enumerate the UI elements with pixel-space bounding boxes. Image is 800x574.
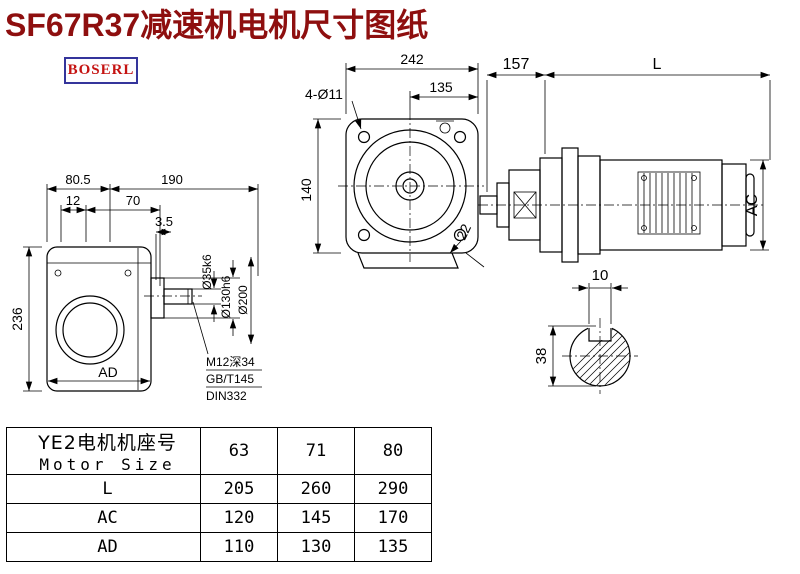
dim-AD-label: AD <box>98 364 117 380</box>
motor-size-label-cn: YE2电机机座号 <box>38 432 177 454</box>
bolt-hole <box>357 130 371 144</box>
table-row: AC 120 145 170 <box>6 503 432 533</box>
dim-80_5-label: 80.5 <box>65 172 90 187</box>
dim-70-label: 70 <box>126 193 140 208</box>
row-label: AD <box>6 532 201 562</box>
table-cell: 130 <box>277 532 355 562</box>
table-cell: 120 <box>200 503 278 533</box>
table-cell: 80 <box>354 427 432 475</box>
dim-236-label: 236 <box>9 307 25 331</box>
dim-10-label: 10 <box>592 267 609 284</box>
dim-140-label: 140 <box>298 178 314 202</box>
dim-d35-label: Ø35k6 <box>200 254 214 290</box>
dim-3_5-label: 3.5 <box>155 214 173 229</box>
output-shaft <box>163 288 193 305</box>
table-cell: 110 <box>200 532 278 562</box>
table-row: AD 110 130 135 <box>6 532 432 562</box>
dim-d200-label: Ø200 <box>236 285 250 315</box>
front-view-drawing: 242 135 4-Ø11 140 22 <box>298 51 485 269</box>
boserl-logo: BOSERL <box>64 57 138 84</box>
dim-AC-label: AC <box>744 194 761 216</box>
shaft-section-drawing: 10 38 <box>533 267 638 394</box>
table-cell: 71 <box>277 427 355 475</box>
dim-L-label: L <box>653 56 662 73</box>
bolt-hole <box>453 228 467 242</box>
motor-size-header-cell: YE2电机机座号 Motor Size <box>6 427 201 475</box>
table-cell: 135 <box>354 532 432 562</box>
din-standard-label: DIN332 <box>206 389 247 403</box>
table-cell: 145 <box>277 503 355 533</box>
table-row: L 205 260 290 <box>6 474 432 504</box>
bolt-hole <box>357 228 371 242</box>
coupling-detail <box>513 191 537 219</box>
boserl-logo-text: BOSERL <box>67 62 135 78</box>
table-cell: 205 <box>200 474 278 504</box>
motor-side-view-drawing: 157 L AC <box>478 56 771 263</box>
table-header-row: YE2电机机座号 Motor Size 63 71 80 <box>6 427 432 475</box>
dim-d130-label: Ø130h6 <box>219 275 233 318</box>
dim-22-label: 22 <box>453 221 474 242</box>
output-bore <box>55 295 125 365</box>
dim-190-label: 190 <box>161 172 183 187</box>
page-title: SF67R37减速机电机尺寸图纸 <box>5 7 429 43</box>
table-cell: 290 <box>354 474 432 504</box>
row-label: L <box>6 474 201 504</box>
dim-157-label: 157 <box>503 56 530 73</box>
dim-135-label: 135 <box>429 79 453 95</box>
gearbox-side-view-drawing: 80.5 190 12 70 3.5 236 AD Ø35k6 <box>9 172 262 403</box>
table-cell: 260 <box>277 474 355 504</box>
row-label: AC <box>6 503 201 533</box>
table-cell: 170 <box>354 503 432 533</box>
thread-note-label: M12深34 <box>206 355 255 369</box>
motor-size-table: YE2电机机座号 Motor Size 63 71 80 L 205 260 2… <box>6 427 432 562</box>
dim-38-label: 38 <box>533 348 550 365</box>
dim-12-label: 12 <box>66 193 80 208</box>
motor-fins <box>643 173 693 233</box>
bolt-hole-note-label: 4-Ø11 <box>305 86 343 102</box>
motor-size-label-en: Motor Size <box>39 455 176 474</box>
gb-standard-label: GB/T145 <box>206 372 254 386</box>
table-cell: 63 <box>200 427 278 475</box>
dim-242-label: 242 <box>400 51 424 67</box>
bolt-hole <box>453 130 467 144</box>
